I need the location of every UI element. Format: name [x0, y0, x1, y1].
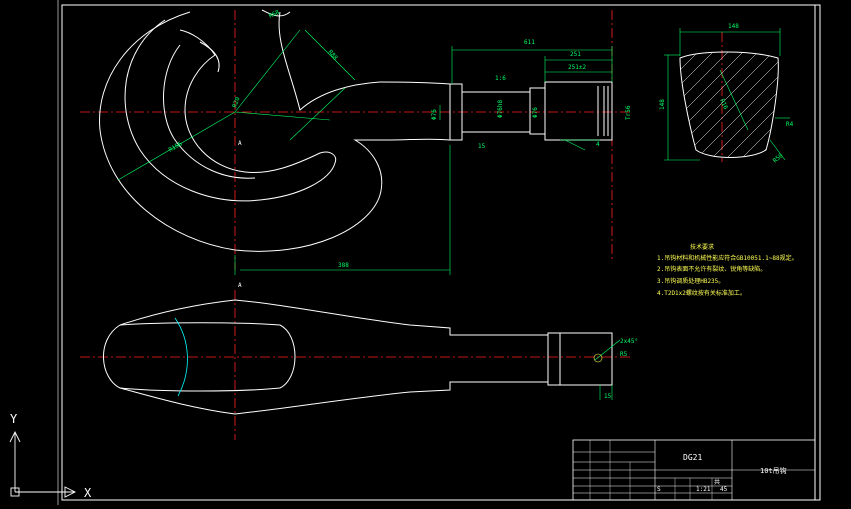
notes-line-3: 3.吊钩调质处理HB235。 [657, 277, 724, 285]
ucs-icon [9, 430, 77, 498]
dim-shank-tol: Φ76h8 [497, 100, 504, 118]
dim-small2: 15 [478, 143, 486, 150]
dimension-texts-main: R68 R88 R20 R156 611 251 251±2 Φ76 Φ76h8… [168, 9, 633, 289]
dim-r88: R88 [326, 49, 339, 62]
title-scale-label: S [657, 486, 661, 493]
dim-mid: Φ76 [532, 107, 539, 118]
ucs-y-label: Y [10, 412, 18, 426]
plan-hole-mark [593, 353, 603, 363]
dim-sec-bot: R50 [772, 152, 785, 165]
center-lines [80, 10, 723, 440]
title-sheet-value: 45 [720, 486, 728, 493]
notes-heading: 技术要求 [690, 243, 714, 251]
shank-outline [450, 81, 613, 141]
technical-notes: 技术要求 1.吊钩材料和机械性能应符合GB10051.1~88规定。 2.吊钩表… [657, 243, 798, 297]
dimension-lines-main [117, 29, 613, 275]
outer-frame [61, 4, 821, 501]
section-view: 148 148 R16 R4 R50 [659, 23, 794, 165]
hook-outline [99, 9, 451, 252]
dim-sec-top: 148 [728, 23, 739, 30]
plan-view [103, 299, 613, 415]
dim-611: 611 [524, 39, 535, 46]
title-scale-value: 1:21 [696, 486, 711, 493]
dim-shank: Φ76 [431, 109, 438, 120]
plan-dimension-lines [594, 339, 621, 400]
section-label-a-top: A [238, 140, 242, 147]
dim-sec-mid: R16 [718, 98, 729, 111]
dim-plan-15: 15 [604, 393, 612, 400]
title-drawing-no: DG21 [683, 453, 702, 462]
dim-small1: 1:6 [495, 75, 506, 82]
ucs-x-label: X [84, 486, 92, 500]
dim-r68: R68 [268, 9, 281, 20]
plan-section-mark [174, 317, 188, 397]
section-label-a-bottom: A [238, 282, 242, 289]
dim-plan-end: 2x45° [620, 338, 638, 345]
notes-line-2: 2.吊钩表面不允许有裂纹、锐角等缺陷。 [657, 265, 766, 273]
dim-251-tol: 251±2 [568, 64, 586, 71]
dim-r156: R156 [168, 140, 184, 153]
dim-388: 388 [338, 262, 349, 269]
title-block: DG21 10t吊钩 S 1:21 共 45 [572, 439, 816, 501]
dim-plan-r: R5 [620, 351, 628, 358]
notes-line-4: 4.T2D1x2螺纹按有关标准加工。 [657, 289, 746, 297]
dim-sec-right: R4 [786, 121, 794, 128]
title-part-name: 10t吊钩 [760, 466, 787, 475]
dim-end: Tr56 [625, 105, 632, 120]
dim-sec-left: 148 [659, 99, 666, 110]
dim-chamfer: 4 [596, 141, 600, 148]
dim-r20: R20 [231, 96, 241, 109]
dim-251: 251 [570, 51, 581, 58]
notes-line-1: 1.吊钩材料和机械性能应符合GB10051.1~88规定。 [657, 254, 798, 262]
title-sheet-label: 共 [714, 478, 720, 486]
